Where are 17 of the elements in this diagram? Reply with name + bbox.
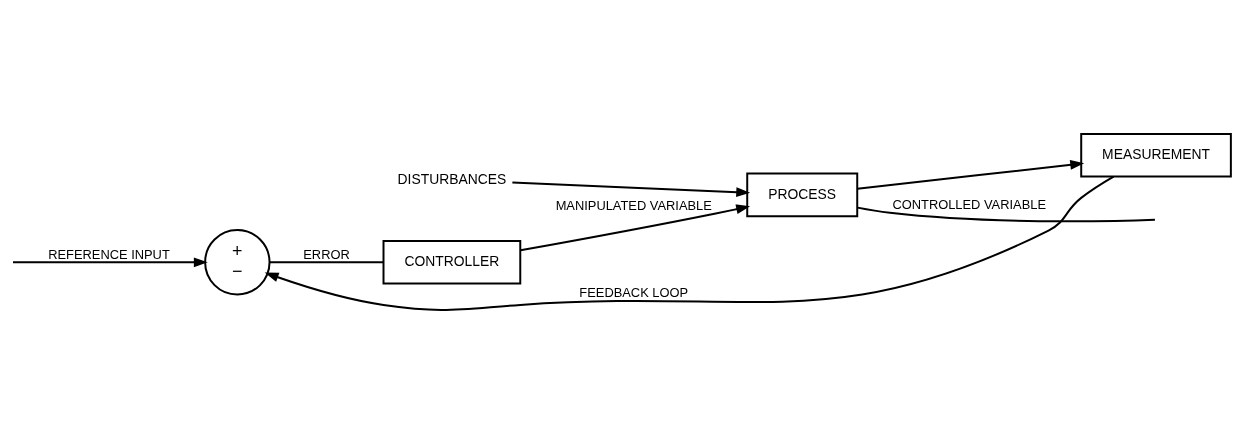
arrow [856,160,1085,190]
node-box: MEASUREMENT [1080,132,1232,178]
arrow [264,175,1115,311]
edge-label: REFERENCE INPUT [48,246,170,262]
node-circle: + − [204,229,271,296]
node-text: DISTURBANCES [397,170,507,187]
edge-label: ERROR [303,246,350,262]
arrow [12,257,208,268]
edge-label: CONTROLLED VARIABLE [892,197,1047,213]
connector [856,206,1156,223]
connector [268,261,385,264]
arrow [519,204,751,252]
edge-label: MANIPULATED VARIABLE [555,198,712,214]
arrow [511,181,751,197]
node-box: CONTROLLER [382,240,522,285]
node-box: PROCESS [746,172,859,218]
edge-label: FEEDBACK LOOP [579,285,689,301]
